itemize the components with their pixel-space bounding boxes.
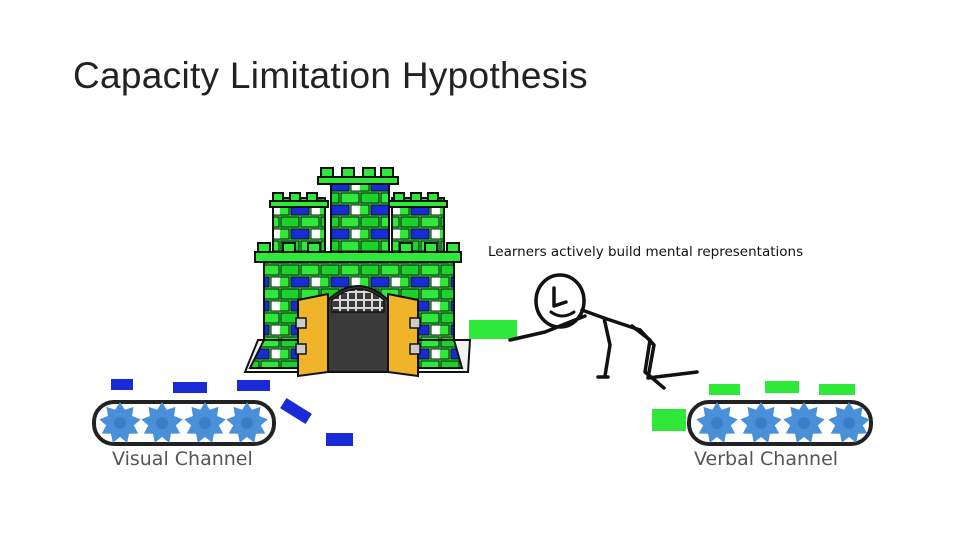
visual-token [237,380,270,391]
visual-token [111,379,133,390]
verbal-token [652,409,686,431]
conveyor-gear-hub [156,417,168,429]
verbal-channel-conveyor [687,400,873,446]
castle-door-left [297,292,329,378]
conveyor-gear-hub [755,417,767,429]
castle-right-tower [388,192,448,259]
castle [243,167,472,378]
stick-figure-arm [602,316,612,378]
conveyor-gear-hub [711,417,723,429]
stick-figure-leg [638,328,699,380]
door-hinge [295,317,307,329]
verbal-token [765,381,799,393]
verbal-token [709,384,740,395]
verbal-channel-label: Verbal Channel [694,448,839,470]
castle-center-tower [317,167,399,261]
castle-door-right [387,292,419,378]
castle-portcullis [331,288,385,313]
stick-figure-arm [508,314,587,342]
conveyor-gear-hub [798,417,810,429]
stick-figure [508,273,699,390]
visual-tokens [111,379,353,446]
door-hinge [295,343,307,355]
conveyor-gear-hub [241,417,253,429]
diagram-caption: Learners actively build mental represent… [488,244,804,260]
verbal-tokens [469,320,855,431]
verbal-token [819,384,855,395]
visual-channel-label: Visual Channel [112,448,253,470]
door-hinge [409,317,421,329]
slide-title: Capacity Limitation Hypothesis [73,55,588,96]
visual-token [280,397,312,425]
verbal-token [469,320,517,339]
visual-token [173,382,207,393]
visual-token [326,433,353,446]
conveyor-gear-hub [843,417,855,429]
conveyor-gear-hub [114,417,126,429]
visual-channel-conveyor [92,400,276,446]
conveyor-gear-hub [199,417,211,429]
door-hinge [409,343,421,355]
